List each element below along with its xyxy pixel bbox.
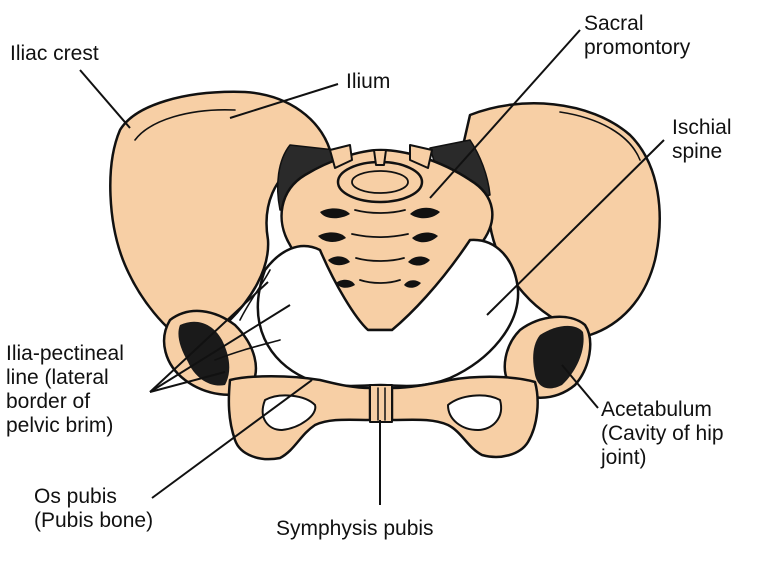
label-ischial-spine: Ischial spine [672, 116, 732, 163]
left-ilium [109, 90, 332, 347]
label-ilium: Ilium [346, 70, 391, 93]
sacral-body-inner [351, 170, 409, 194]
sacral-foramen [404, 280, 421, 288]
leader-ilium [229, 83, 339, 119]
label-ilia-pectineal-line: Ilia-pectineal line (lateral border of p… [6, 342, 124, 437]
label-sacral-promontory: Sacral promontory [584, 12, 691, 59]
label-symphysis-pubis: Symphysis pubis [276, 517, 434, 540]
label-os-pubis: Os pubis (Pubis bone) [34, 485, 154, 532]
leader-acetabulum [561, 364, 599, 409]
sacral-foramen [318, 232, 346, 242]
sacral-foramen [328, 256, 350, 266]
sacral-foramen [336, 279, 355, 288]
leader-ilia-pectineal-2 [149, 304, 291, 393]
sacral-foramen [408, 256, 430, 266]
leader-os-pubis [151, 379, 313, 499]
right-obturator-foramen [447, 394, 503, 431]
leader-iliac-crest [79, 69, 131, 129]
pubic-symphysis [369, 384, 393, 423]
leader-sacral-promontory [429, 29, 581, 199]
leader-ilia-pectineal-1 [149, 281, 269, 393]
leader-lines [79, 29, 665, 505]
right-articular-process [409, 144, 433, 169]
left-articular-process [329, 144, 353, 169]
label-acetabulum: Acetabulum (Cavity of hip joint) [601, 398, 724, 469]
sacral-foramen [320, 208, 350, 219]
label-iliac-crest: Iliac crest [10, 42, 99, 65]
spinous-process [373, 149, 387, 166]
leader-ilia-pectineal-3 [149, 371, 226, 393]
sacral-foramen [412, 232, 438, 243]
sacral-body [336, 160, 424, 204]
sacral-foramen [410, 207, 440, 219]
right-acetabulum-shadow [533, 325, 584, 389]
left-acetabulum-shadow [178, 321, 230, 386]
leader-ischial-spine [486, 139, 665, 316]
